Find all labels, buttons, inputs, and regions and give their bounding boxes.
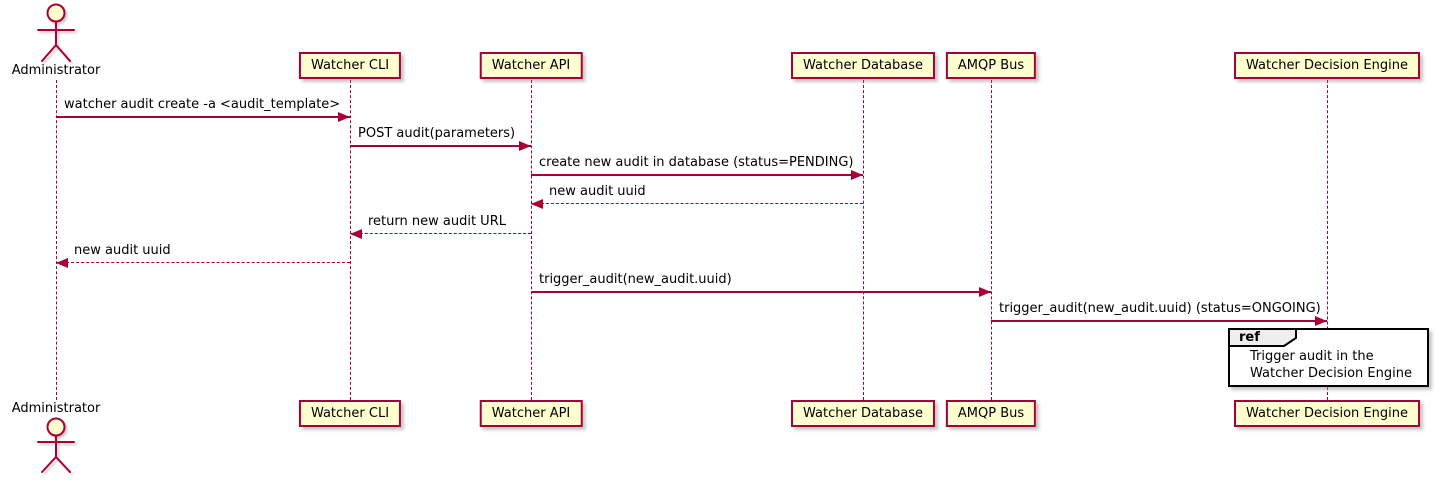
ref-keyword: ref xyxy=(1239,330,1260,345)
lifeline-watcher-cli xyxy=(350,80,351,400)
message-line-create-new-audit-in-database-status-pending- xyxy=(531,174,863,176)
ref-text-line2: Watcher Decision Engine xyxy=(1250,366,1412,381)
lifeline-watcher-database xyxy=(863,80,864,400)
arrowhead-right-icon xyxy=(338,112,350,122)
message-label-return-new-audit-url: return new audit URL xyxy=(368,214,506,229)
actor-label-bottom: Administrator xyxy=(11,401,101,416)
lifeline-watcher-decision-engine xyxy=(1327,80,1328,400)
message-label-trigger-audit-new-audit-uuid-: trigger_audit(new_audit.uuid) xyxy=(539,272,732,287)
administrator-actor-icon-top xyxy=(37,3,75,62)
participant-top-watcher-api: Watcher API xyxy=(479,52,583,79)
ref-text-line1: Trigger audit in the xyxy=(1250,349,1374,364)
administrator-actor-icon-bottom xyxy=(37,417,75,473)
participant-bottom-watcher-cli: Watcher CLI xyxy=(298,400,402,427)
participant-bottom-watcher-database: Watcher Database xyxy=(791,400,935,427)
participant-top-watcher-decision-engine: Watcher Decision Engine xyxy=(1234,52,1420,79)
ref-fragment: ref Trigger audit in the Watcher Decisio… xyxy=(1228,328,1429,387)
lifeline-amqp-bus xyxy=(991,80,992,400)
participant-top-watcher-cli: Watcher CLI xyxy=(298,52,402,79)
message-line-watcher-audit-create-a-audit-template- xyxy=(56,116,350,118)
lifeline-watcher-api xyxy=(531,80,532,400)
message-label-create-new-audit-in-database-status-pending-: create new audit in database (status=PEN… xyxy=(539,155,854,170)
actor-label-top: Administrator xyxy=(11,63,101,78)
message-label-trigger-audit-new-audit-uuid-status-ongoing-: trigger_audit(new_audit.uuid) (status=ON… xyxy=(999,301,1321,316)
message-line-trigger-audit-new-audit-uuid- xyxy=(531,291,991,293)
message-label-watcher-audit-create-a-audit-template-: watcher audit create -a <audit_template> xyxy=(64,97,341,112)
participant-top-watcher-database: Watcher Database xyxy=(791,52,935,79)
message-label-post-audit-parameters-: POST audit(parameters) xyxy=(358,126,516,141)
arrowhead-right-icon xyxy=(1315,316,1327,326)
message-label-new-audit-uuid: new audit uuid xyxy=(549,184,646,199)
arrowhead-left-icon xyxy=(350,229,362,239)
ref-tab xyxy=(1228,328,1297,347)
arrowhead-left-icon xyxy=(531,199,543,209)
message-line-return-new-audit-url xyxy=(350,233,531,234)
participant-top-amqp-bus: AMQP Bus xyxy=(945,52,1037,79)
message-line-new-audit-uuid xyxy=(531,203,863,204)
participant-bottom-watcher-api: Watcher API xyxy=(479,400,583,427)
arrowhead-right-icon xyxy=(979,287,991,297)
lifeline-administrator xyxy=(56,80,57,400)
arrowhead-right-icon xyxy=(851,170,863,180)
ref-text: Trigger audit in the Watcher Decision En… xyxy=(1250,348,1423,382)
participant-bottom-watcher-decision-engine: Watcher Decision Engine xyxy=(1234,400,1420,427)
message-line-trigger-audit-new-audit-uuid-status-ongoing- xyxy=(991,320,1327,322)
arrowhead-left-icon xyxy=(56,258,68,268)
message-label-new-audit-uuid: new audit uuid xyxy=(74,243,171,258)
arrowhead-right-icon xyxy=(519,141,531,151)
participant-bottom-amqp-bus: AMQP Bus xyxy=(945,400,1037,427)
message-line-post-audit-parameters- xyxy=(350,145,531,147)
message-line-new-audit-uuid xyxy=(56,262,350,263)
